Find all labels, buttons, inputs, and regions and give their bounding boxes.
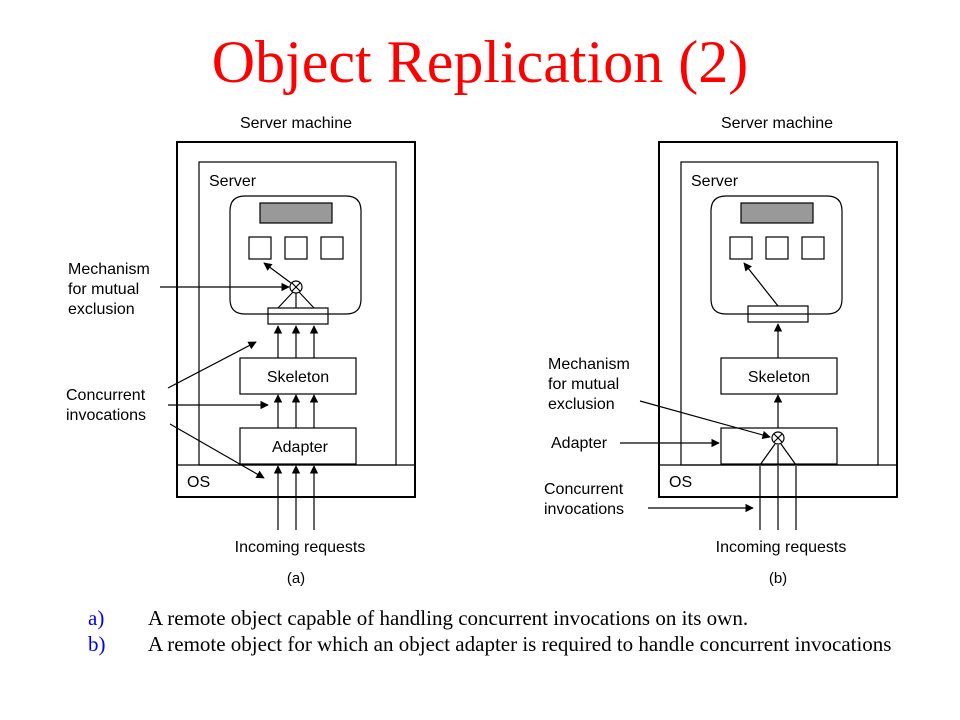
concurrent-pointer-a-3 <box>169 423 265 479</box>
concurrent-label-a: Concurrent invocations <box>66 387 150 424</box>
server-machine-label-b: Server machine <box>721 115 833 132</box>
mechanism-label-a: Mechanism for mutual exclusion <box>68 261 154 318</box>
method-box-b-1 <box>729 236 753 260</box>
method-arrow-a <box>263 262 292 284</box>
mechanism-label-b: Mechanism for mutual exclusion <box>548 356 634 413</box>
caption-text: A remote object capable of handling conc… <box>148 606 749 630</box>
object-state-b <box>740 202 814 224</box>
caption-item: b) A remote object for which an object a… <box>88 632 938 656</box>
diagram-a: Server machine Server Skeleton Adapter O… <box>66 115 416 587</box>
lock-symbol-b <box>771 431 785 445</box>
os-label-b: OS <box>669 474 692 491</box>
caption-marker: b) <box>88 632 106 656</box>
caption-marker: a) <box>88 606 105 630</box>
incoming-requests-label-a: Incoming requests <box>235 539 366 556</box>
object-state-a <box>259 202 333 224</box>
adapter-callout-label-b: Adapter <box>551 435 608 452</box>
object-box-b <box>710 195 843 315</box>
adapter-label-a: Adapter <box>272 439 329 456</box>
concurrent-pointer-a-1 <box>167 341 257 389</box>
figure-label-a: (a) <box>287 570 305 587</box>
object-box-a <box>229 195 362 315</box>
skeleton-label-b: Skeleton <box>748 369 810 386</box>
adapter-box-b <box>720 427 838 465</box>
method-box-a-2 <box>284 236 308 260</box>
skeleton-box-b <box>720 357 838 395</box>
figure-label-b: (b) <box>769 570 787 587</box>
method-box-a-1 <box>248 236 272 260</box>
caption-text: A remote object for which an object adap… <box>148 632 892 656</box>
method-box-b-3 <box>801 236 825 260</box>
method-box-a-3 <box>320 236 344 260</box>
adapter-box-a <box>239 427 357 465</box>
skeleton-box-a <box>239 357 357 395</box>
caption-item: a) A remote object capable of handling c… <box>88 606 938 630</box>
os-label-a: OS <box>187 474 210 491</box>
caption-list: a) A remote object capable of handling c… <box>88 606 938 658</box>
server-label-b: Server <box>691 173 739 190</box>
skeleton-interface-a <box>267 307 329 325</box>
diagram-b: Server machine Server Skeleton OS Incomi… <box>544 115 898 587</box>
skeleton-interface-b <box>747 305 809 323</box>
concurrent-label-b: Concurrent invocations <box>544 481 628 518</box>
server-machine-label-a: Server machine <box>240 115 352 132</box>
server-label-a: Server <box>209 173 257 190</box>
skeleton-label-a: Skeleton <box>267 369 329 386</box>
object-replication-diagram: Server machine Server Skeleton Adapter O… <box>66 115 898 587</box>
mechanism-pointer-b <box>639 400 771 440</box>
method-arrow-b <box>743 262 779 307</box>
incoming-requests-label-b: Incoming requests <box>716 539 847 556</box>
method-box-b-2 <box>765 236 789 260</box>
slide-title: Object Replication (2) <box>211 29 749 95</box>
